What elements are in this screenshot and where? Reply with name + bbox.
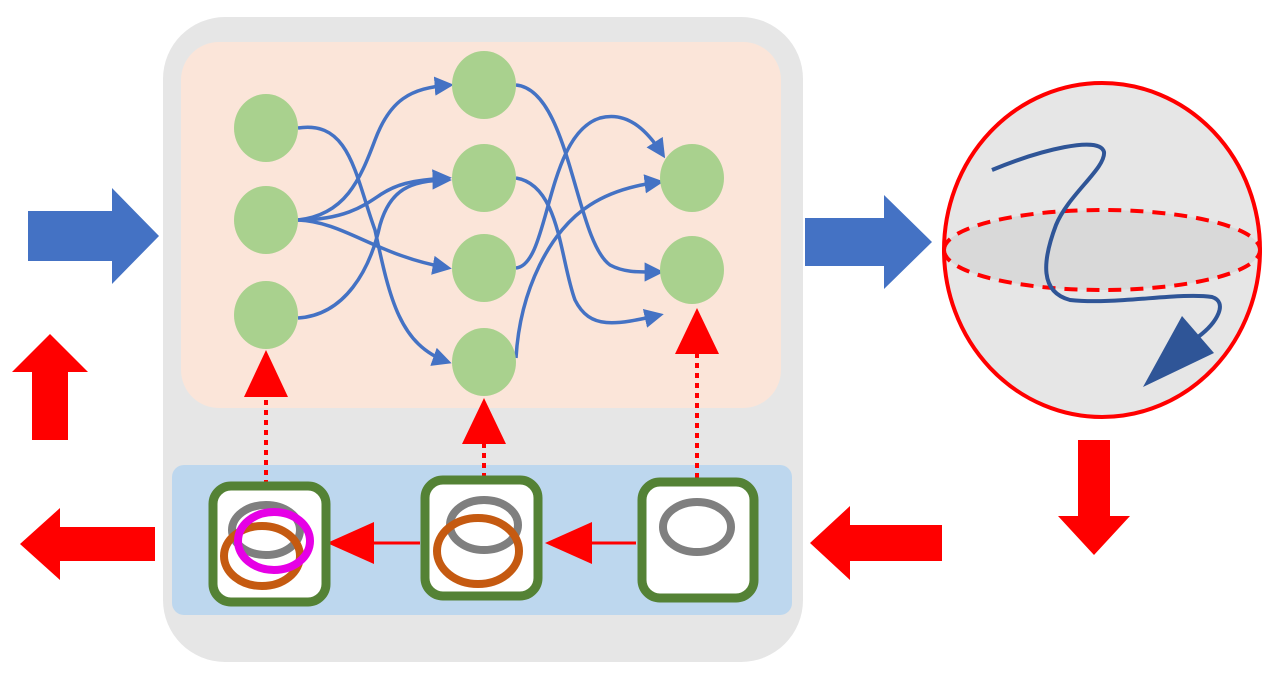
arrow-up-icon: [675, 308, 719, 354]
node-layer1-2: [234, 186, 298, 254]
node-layer2-4: [452, 328, 516, 396]
feedback-dotted-arrows: [244, 308, 719, 485]
trajectory-arrowhead-icon: [1143, 316, 1214, 387]
node-layer2-1: [452, 51, 516, 119]
sphere-equator-front: [942, 249, 1262, 292]
node-layer2-2: [452, 144, 516, 212]
arrow-up-icon: [462, 398, 506, 444]
sphere-equator-back: [942, 208, 1262, 251]
trajectory-line: [991, 142, 1222, 339]
network-edge: [297, 76, 454, 222]
input-arrow-icon: [28, 188, 159, 284]
network-edge: [515, 83, 664, 282]
cell-arrows: [327, 522, 636, 564]
network-nodes: [234, 51, 724, 396]
ring-gray-icon: [659, 498, 735, 556]
node-layer3-1: [660, 144, 724, 212]
network-edge: [297, 218, 452, 275]
network-edges: [297, 76, 666, 366]
ring-cell-1: [208, 481, 331, 607]
network-edge: [515, 114, 666, 270]
arrow-left-icon: [20, 508, 155, 580]
bloch-sphere-icon: [942, 81, 1262, 419]
network-edge: [514, 174, 664, 359]
ring-magenta-icon: [234, 508, 314, 574]
node-layer3-2: [660, 236, 724, 304]
sphere-equator-fill: [944, 210, 1260, 290]
arrow-left-icon: [327, 522, 374, 564]
network-edge: [297, 125, 452, 366]
network-edge: [515, 176, 664, 328]
node-layer1-3: [234, 281, 298, 349]
output-arrow-icon: [805, 195, 932, 289]
arrow-left-icon: [545, 522, 592, 564]
arrow-up-icon: [12, 334, 88, 440]
network-edge: [297, 169, 452, 222]
arrow-down-icon: [1058, 440, 1130, 555]
ring-cell-3: [637, 477, 759, 603]
node-layer2-3: [452, 234, 516, 302]
ring-orange-icon: [433, 514, 523, 588]
network-edge: [297, 170, 452, 320]
arrow-left-icon: [810, 506, 942, 580]
node-layer1-1: [234, 94, 298, 162]
arrow-up-icon: [244, 350, 288, 397]
ring-cell-2: [420, 475, 543, 601]
ring-gray-icon: [228, 501, 304, 559]
